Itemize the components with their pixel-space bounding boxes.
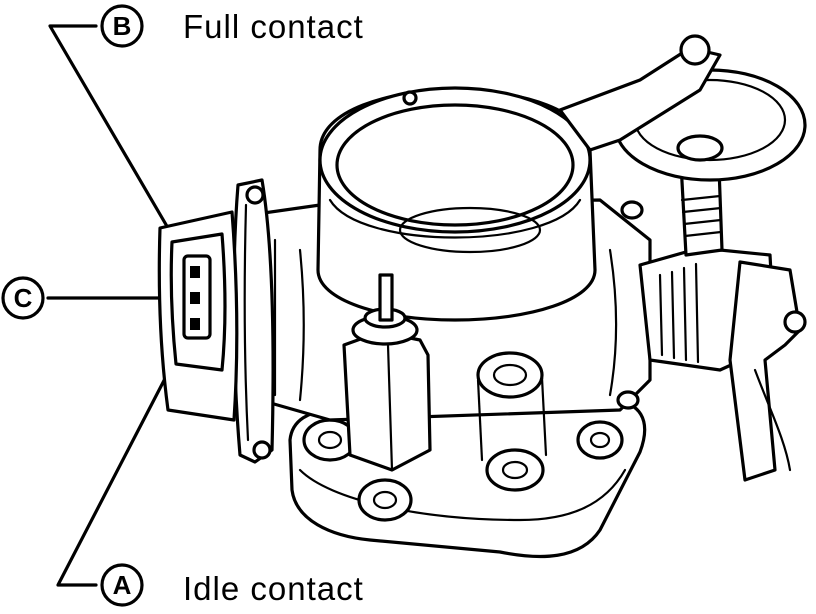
sensor-pin [378, 273, 394, 322]
callout-circle-c [1, 276, 45, 320]
terminal-b [190, 266, 200, 278]
terminal-c [190, 292, 200, 304]
throttle-body [157, 34, 807, 559]
flange-boss-right [576, 420, 624, 460]
lever-edge [753, 368, 792, 472]
leader-line-b [48, 24, 184, 254]
callout-c: C [1, 276, 45, 320]
flange-boss-front [357, 478, 413, 522]
callout-letter-b: B [113, 11, 132, 41]
side-plate-bolt-top [245, 185, 265, 205]
callout-b: B [100, 4, 144, 48]
label-full-contact: Full contact [183, 8, 364, 45]
dashpot-thread [680, 194, 723, 238]
air-port-inner [492, 363, 528, 387]
sensor-hex-boss [342, 330, 432, 472]
callout-letter-a: A [113, 570, 132, 600]
return-spring-coils [658, 262, 700, 364]
dashpot-bracket [558, 46, 722, 152]
callout-circle-a [100, 563, 144, 607]
callout-a: A [100, 563, 144, 607]
fitting-bottom [616, 390, 640, 410]
dashpot-nut [676, 134, 724, 162]
flange-hole-mid [501, 460, 529, 480]
body-contour-2 [298, 248, 305, 402]
bore-rim-inner [335, 103, 575, 227]
hex-face-edge [386, 343, 394, 472]
terminal-a [190, 318, 200, 330]
fitting-top [620, 200, 644, 220]
bore-rivet [402, 90, 418, 106]
side-plate-edge [243, 203, 250, 442]
flange-hole-front [372, 490, 398, 510]
side-plate [232, 178, 275, 464]
leader-line-a [56, 338, 187, 587]
throttle-lever [728, 260, 802, 482]
callout-circle-b [100, 4, 144, 48]
air-port [476, 351, 544, 399]
air-port-wall-left [476, 378, 484, 462]
flange-boss-mid [485, 448, 545, 492]
flange-hole-right [589, 431, 611, 449]
bracket-bolt [679, 34, 711, 66]
throttle-plate [398, 206, 542, 254]
label-idle-contact: Idle contact [183, 570, 364, 607]
body-contour-3 [608, 248, 618, 397]
flange-edge-line [298, 468, 627, 522]
bore-inner-wall [328, 198, 582, 239]
lever-pivot [783, 310, 807, 334]
flange-hole-left [317, 430, 343, 450]
callout-letter-c: C [14, 283, 33, 313]
side-plate-bolt-bottom [252, 440, 272, 460]
air-port-wall-right [540, 376, 548, 457]
